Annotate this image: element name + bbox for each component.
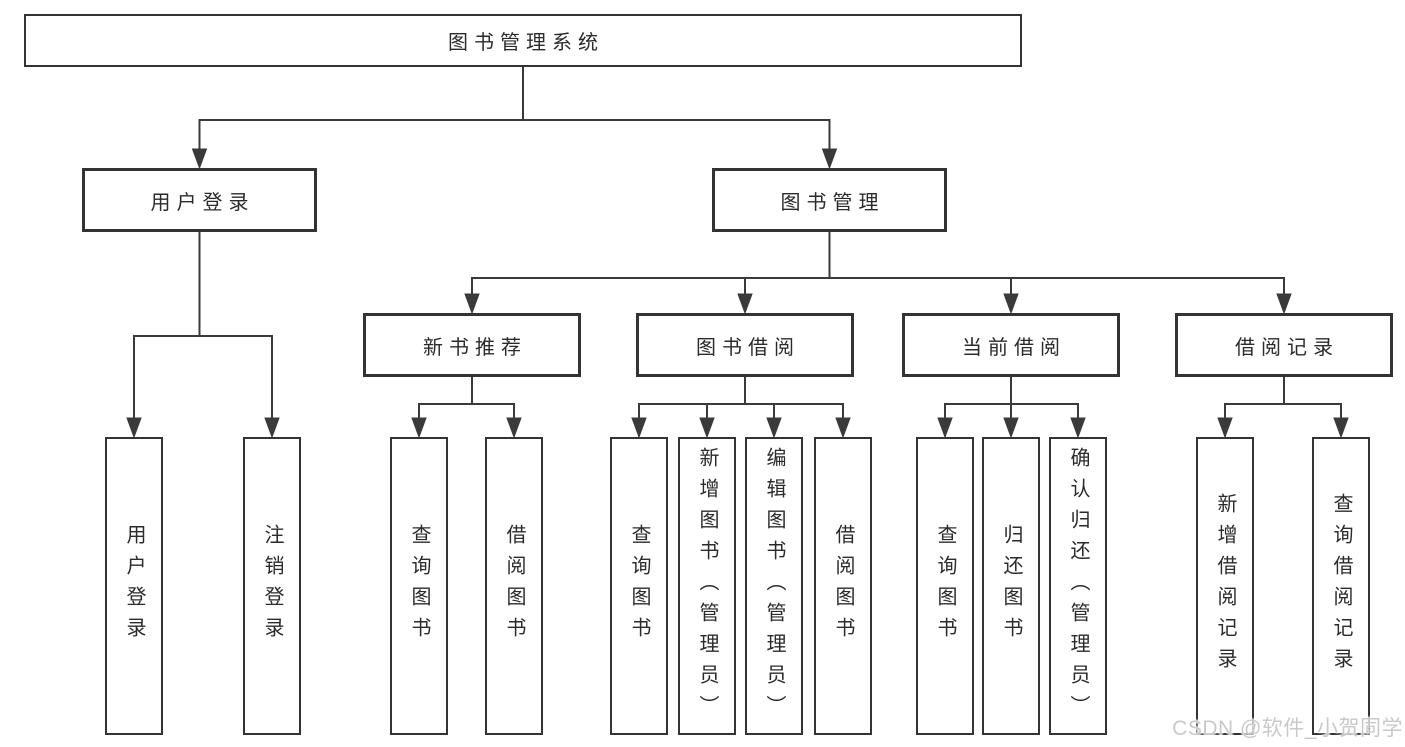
leaf-label: 查询图书	[628, 524, 650, 648]
node-new-book-recommend: 新书推荐	[363, 313, 581, 377]
leaf-label: 新增借阅记录	[1214, 493, 1236, 679]
node-user-login: 用户登录	[82, 168, 317, 232]
leaf-label: 编辑图书（管理员）	[763, 446, 785, 726]
leaf-edit-book-admin: 编辑图书（管理员）	[745, 437, 803, 735]
watermark: CSDN @软件_小贺同学	[1172, 717, 1403, 740]
node-label: 图书管理	[780, 191, 885, 214]
leaf-label: 新增图书（管理员）	[696, 446, 718, 726]
node-library-management-system: 图书管理系统	[24, 14, 1022, 67]
leaf-label: 归还图书	[1000, 524, 1022, 648]
leaf-label: 查询图书	[408, 524, 430, 648]
leaf-query-borrow-record: 查询借阅记录	[1312, 437, 1370, 735]
leaf-user-login: 用户登录	[105, 437, 163, 735]
leaf-borrow-books-recommend: 借阅图书	[485, 437, 543, 735]
leaf-query-books-recommend: 查询图书	[390, 437, 448, 735]
leaf-borrow-books: 借阅图书	[814, 437, 872, 735]
leaf-query-books-borrow: 查询图书	[610, 437, 668, 735]
leaf-label: 确认归还（管理员）	[1067, 446, 1089, 726]
leaf-label: 借阅图书	[832, 524, 854, 648]
leaf-return-books: 归还图书	[982, 437, 1040, 735]
leaf-label: 借阅图书	[503, 524, 525, 648]
leaf-label: 用户登录	[123, 524, 145, 648]
node-label: 新书推荐	[423, 336, 527, 359]
leaf-add-book-admin: 新增图书（管理员）	[678, 437, 736, 735]
node-current-borrow: 当前借阅	[902, 313, 1120, 377]
leaf-label: 查询图书	[934, 524, 956, 648]
node-label: 图书管理系统	[448, 32, 604, 54]
node-label: 图书借阅	[696, 336, 800, 359]
leaf-add-borrow-record: 新增借阅记录	[1196, 437, 1254, 735]
node-label: 用户登录	[150, 191, 255, 214]
leaf-query-books-current: 查询图书	[916, 437, 974, 735]
leaf-label: 查询借阅记录	[1330, 493, 1352, 679]
node-label: 当前借阅	[962, 336, 1066, 359]
node-book-management: 图书管理	[712, 168, 947, 232]
node-label: 借阅记录	[1235, 336, 1339, 359]
leaf-label: 注销登录	[261, 524, 283, 648]
node-book-borrow: 图书借阅	[636, 313, 854, 377]
leaf-logout: 注销登录	[243, 437, 301, 735]
node-borrow-records: 借阅记录	[1175, 313, 1393, 377]
leaf-confirm-return-admin: 确认归还（管理员）	[1049, 437, 1107, 735]
